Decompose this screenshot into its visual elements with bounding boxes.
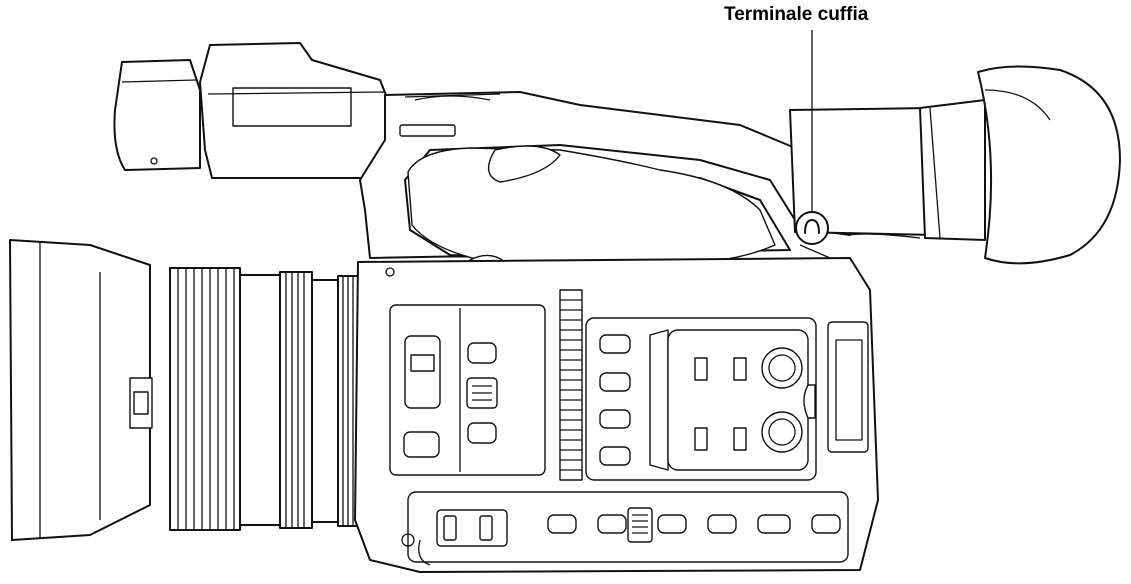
top-handle xyxy=(113,42,851,273)
viewfinder xyxy=(789,65,1121,265)
headphone-jack xyxy=(795,211,831,259)
callout-label-headphone-terminal: Terminale cuffia xyxy=(724,4,869,25)
lens xyxy=(9,239,359,541)
camera-body xyxy=(354,257,879,573)
